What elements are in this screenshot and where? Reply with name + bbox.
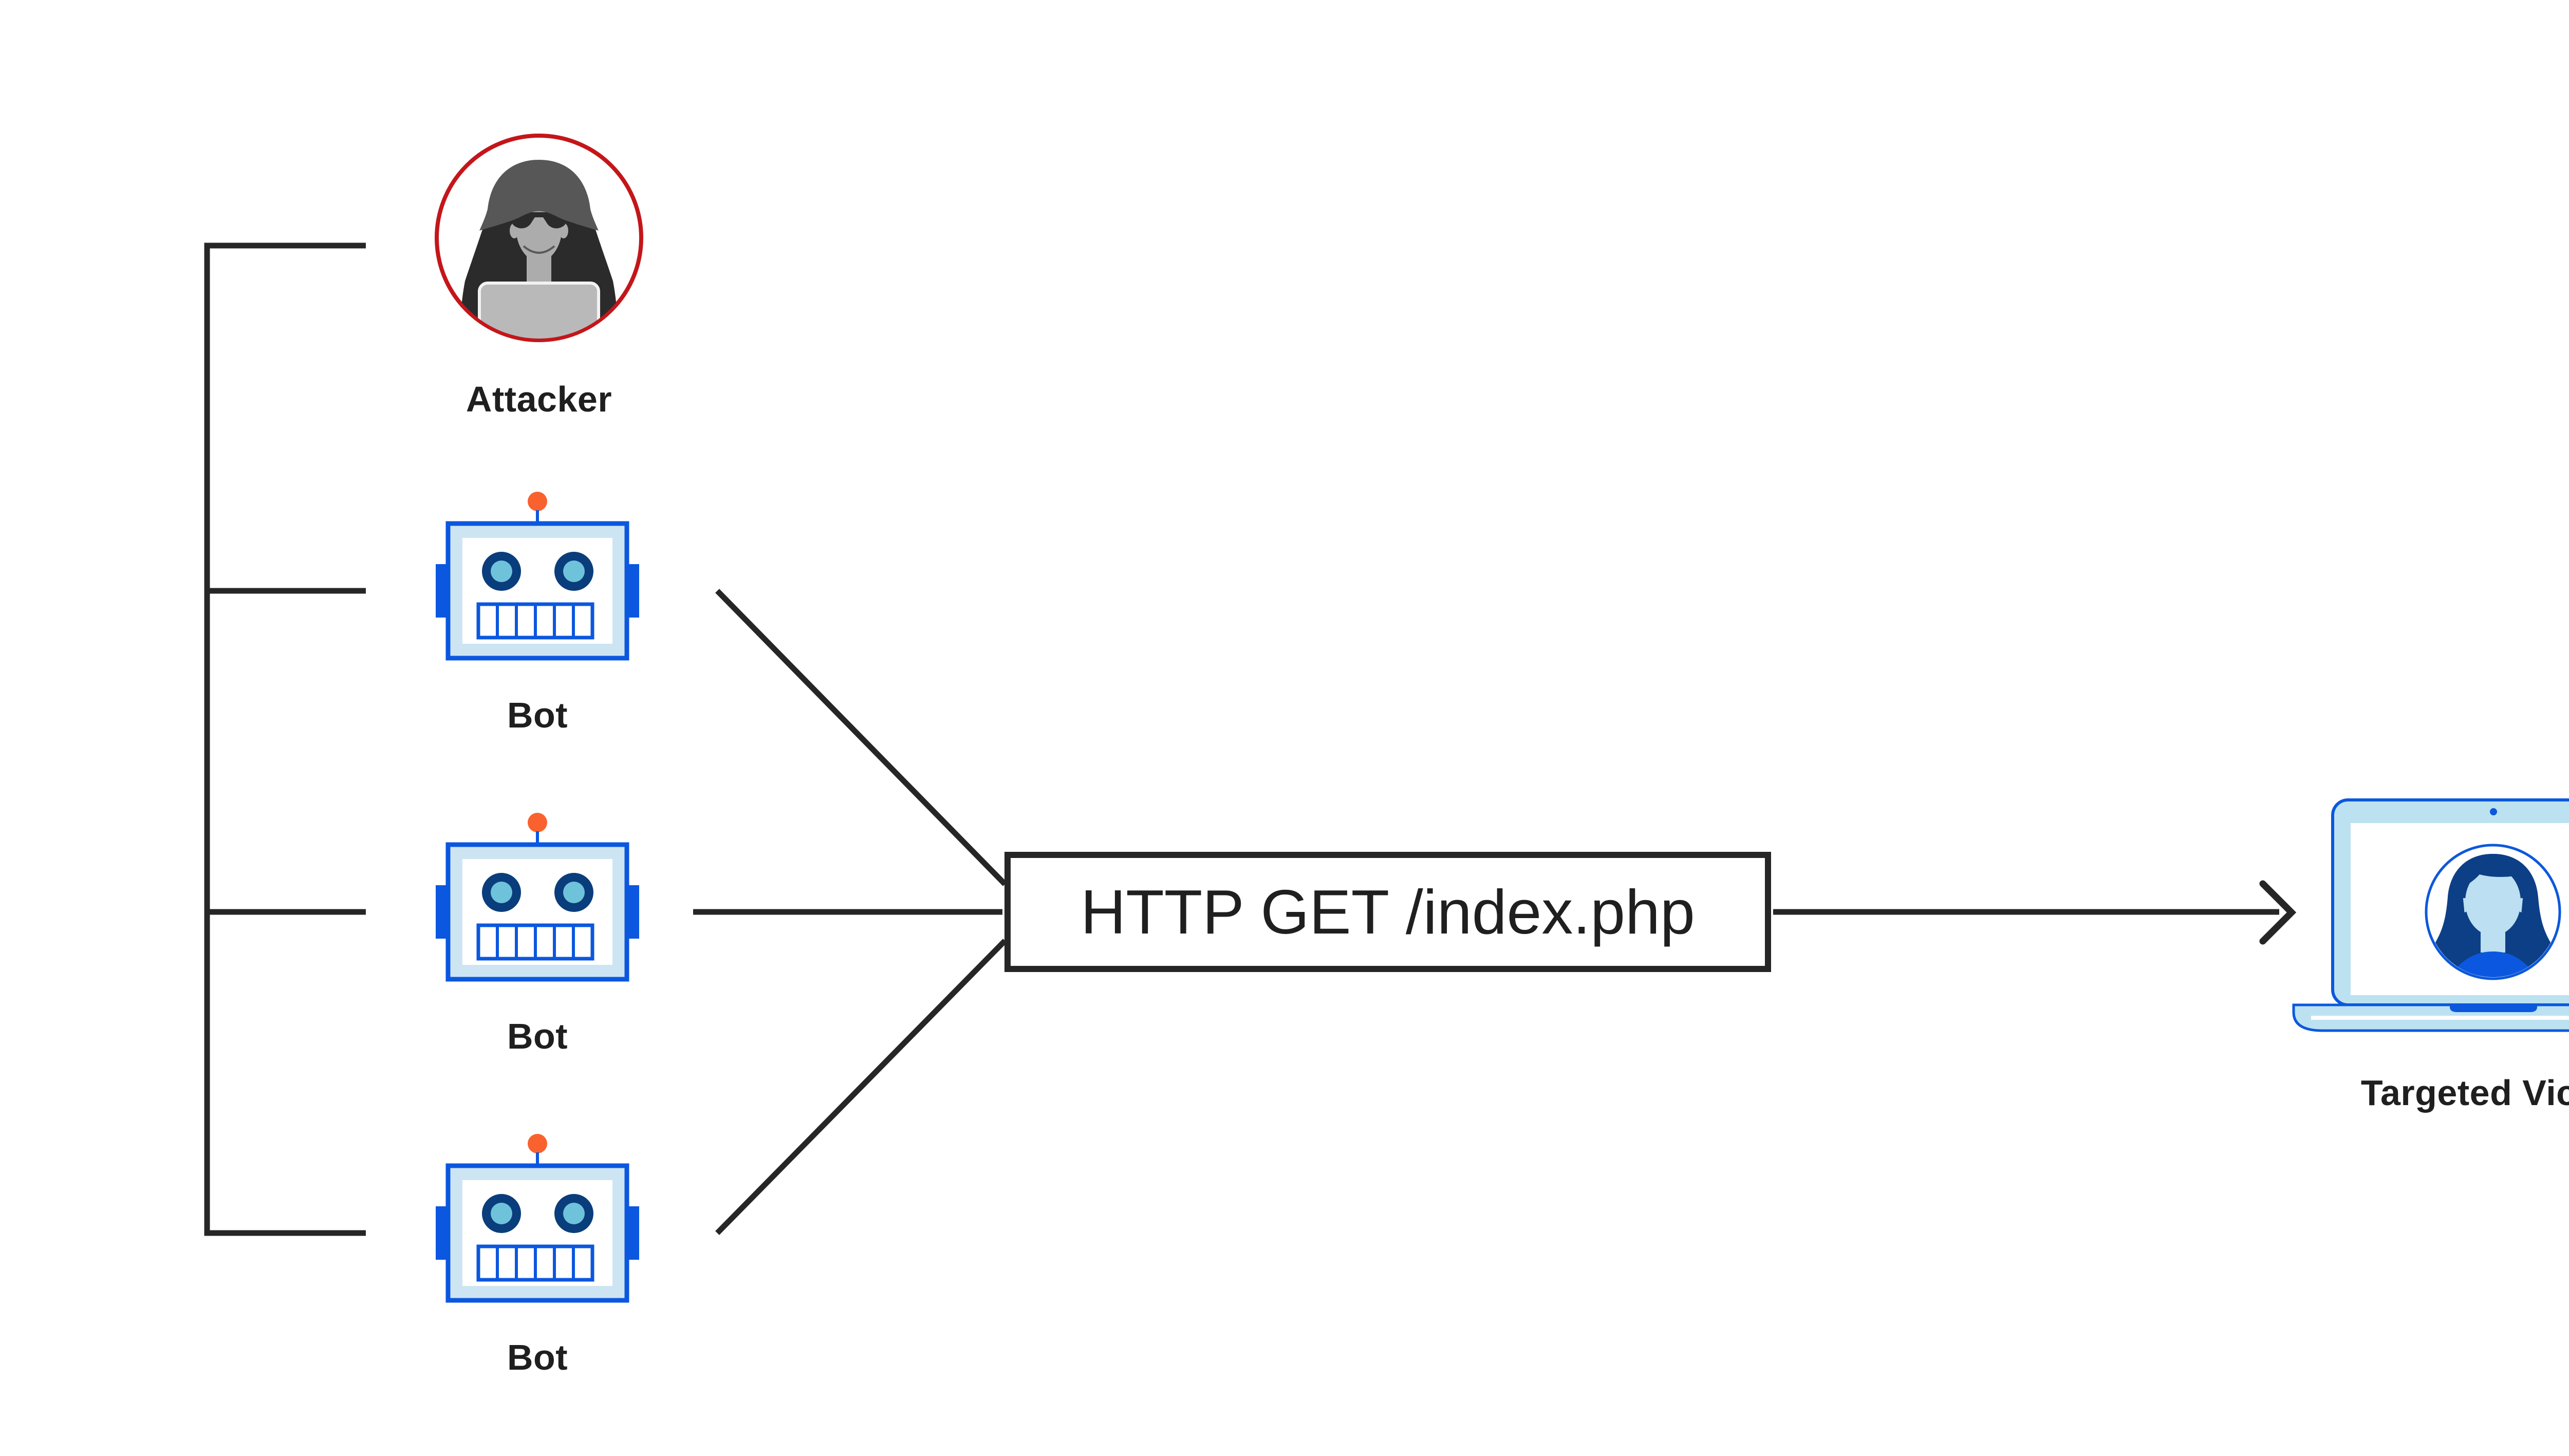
hacker-jawline [523, 245, 555, 254]
robot-head-icon [436, 813, 639, 982]
bot-eye-right-pupil [563, 882, 585, 903]
victim-label: Targeted Victim [2360, 1073, 2569, 1113]
antenna-ball-icon [528, 492, 547, 511]
line-bot3-to-box [715, 939, 1007, 1235]
left-bracket-line [204, 242, 366, 1236]
hacker-laptop [478, 282, 600, 339]
antenna-stem [536, 831, 539, 847]
bot-node-2: Bot [436, 813, 639, 1056]
bot-label: Bot [507, 1016, 568, 1056]
robot-head-icon [436, 492, 639, 661]
laptop-notch [2450, 1005, 2537, 1012]
victim-face [2465, 868, 2521, 936]
arrow-head-icon [2259, 880, 2297, 945]
bot-label: Bot [507, 695, 568, 735]
attacker-label: Attacker [466, 379, 612, 419]
antenna-stem [536, 1152, 539, 1168]
bot-eye-left-pupil [491, 882, 512, 903]
bot-eye-right-pupil [563, 561, 585, 582]
laptop-base-glint [2311, 1016, 2569, 1020]
http-request-label: HTTP GET /index.php [1081, 877, 1695, 947]
victim-hair-lock-right [2521, 889, 2544, 961]
hacker-hood [479, 160, 599, 231]
bot-mouth-teeth [496, 606, 575, 636]
antenna-stem [536, 510, 539, 526]
bot-label: Bot [507, 1337, 568, 1377]
attacker-avatar-icon [435, 134, 643, 342]
bot-node-1: Bot [436, 492, 639, 735]
robot-head-icon [436, 1134, 639, 1303]
bot-eye-left-pupil [491, 1203, 512, 1224]
bot-node-3: Bot [436, 1134, 639, 1377]
antenna-ball-icon [528, 1134, 547, 1153]
hacker-neck [527, 251, 551, 291]
hacker-sunglasses [510, 212, 568, 229]
antenna-ball-icon [528, 813, 547, 832]
victim-node: Targeted Victim [2291, 796, 2569, 1113]
victim-neck [2481, 926, 2505, 953]
laptop-camera-dot [2490, 808, 2497, 815]
bot-eye-right-pupil [563, 1203, 585, 1224]
bot-eye-left-pupil [491, 561, 512, 582]
http-request-box: HTTP GET /index.php [1004, 852, 1771, 972]
victim-hair-fringe [2450, 854, 2536, 895]
line-bot1-to-box [715, 589, 1007, 886]
bot-mouth-teeth [496, 1248, 575, 1278]
victim-hair-lock-left [2442, 889, 2465, 961]
bot-mouth-teeth [496, 927, 575, 957]
victim-laptop-icon [2292, 798, 2569, 1032]
attacker-node: Attacker [431, 130, 647, 419]
